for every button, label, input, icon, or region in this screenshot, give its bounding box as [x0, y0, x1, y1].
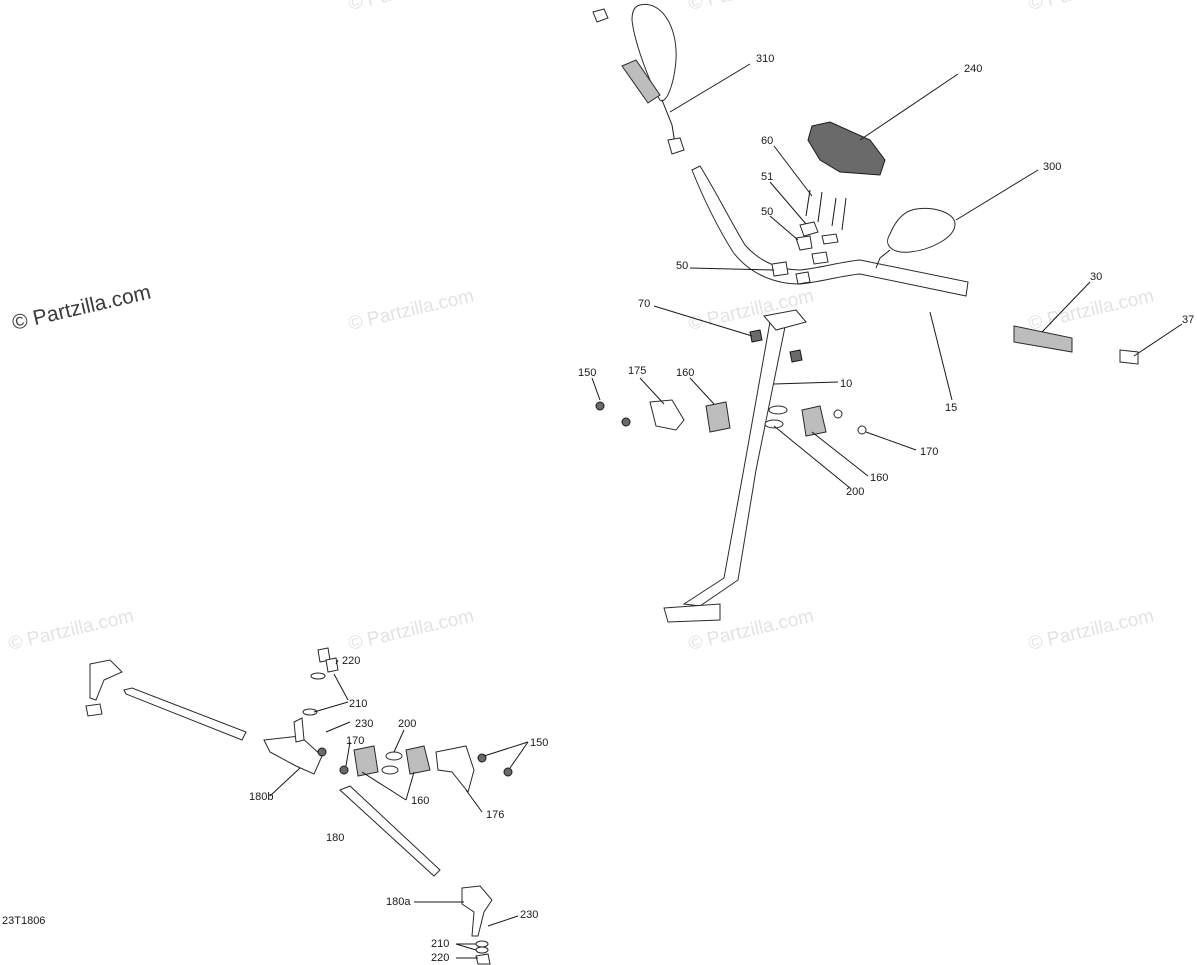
right-mirror	[887, 207, 956, 253]
drag-link	[339, 785, 441, 877]
steering-column	[682, 321, 787, 607]
callout: 180a	[386, 896, 411, 908]
watermark: © Partzilla.com	[346, 606, 475, 655]
upper-assembly	[592, 3, 1139, 623]
callout: 30	[1090, 271, 1102, 283]
watermark: © Partzilla.com	[346, 286, 475, 335]
callout: 150	[530, 737, 548, 749]
tie-rod-end-right	[461, 885, 493, 937]
callout: 210	[431, 938, 449, 950]
callout: 220	[342, 655, 360, 667]
callout: 180	[326, 832, 344, 844]
callout: 220	[431, 952, 449, 964]
callout: 200	[846, 486, 864, 498]
callout: 180b	[249, 791, 273, 803]
callout: 230	[520, 909, 538, 921]
callout: 150	[578, 367, 596, 379]
copyright-text: © Partzilla.com	[10, 281, 153, 335]
callout-labels: 310 240 60 51 50 300 50 70 30 37 150 175…	[2, 53, 1194, 964]
callout: 240	[964, 63, 982, 75]
watermark: © Partzilla.com	[6, 606, 135, 655]
watermark: © Partzilla.com	[686, 0, 815, 15]
callout: 60	[761, 135, 773, 147]
callout: 160	[676, 367, 694, 379]
callout: 175	[628, 365, 646, 377]
handlebar-cover	[807, 121, 886, 176]
callout: 170	[920, 446, 938, 458]
callout: 10	[840, 378, 852, 390]
callout: 50	[761, 206, 773, 218]
right-grip	[1013, 325, 1073, 353]
watermark: © Partzilla.com	[346, 0, 475, 15]
handlebar	[691, 165, 969, 297]
bushing-160	[705, 401, 731, 433]
callout: 160	[870, 472, 888, 484]
tie-rod-end-left	[89, 659, 123, 701]
lower-assembly	[85, 647, 513, 965]
watermark: © Partzilla.com	[1026, 0, 1155, 15]
callout: 300	[1043, 161, 1061, 173]
tie-rod	[123, 687, 247, 741]
bar-end	[1119, 349, 1139, 365]
bushing-160-lower	[353, 745, 379, 777]
callout: 50	[676, 260, 688, 272]
leader-lines	[269, 63, 1183, 959]
steering-arm	[263, 735, 323, 775]
diagram-code: 23T1806	[2, 915, 45, 927]
callout: 160	[411, 795, 429, 807]
callout: 210	[349, 698, 367, 710]
callout: 310	[756, 53, 774, 65]
left-grip	[621, 59, 661, 104]
bracket-175	[649, 399, 685, 431]
bracket-176	[435, 745, 475, 794]
left-mirror	[631, 3, 677, 102]
callout: 70	[638, 298, 650, 310]
watermark: © Partzilla.com	[1026, 606, 1155, 655]
callout: 176	[486, 809, 504, 821]
callout: 37	[1182, 314, 1194, 326]
callout: 230	[355, 718, 373, 730]
cap-part	[592, 8, 609, 23]
callout: 51	[761, 171, 773, 183]
callout: 200	[398, 718, 416, 730]
watermark-layer: © Partzilla.com © Partzilla.com © Partzi…	[6, 0, 1155, 655]
callout: 170	[346, 735, 364, 747]
callout: 15	[945, 402, 957, 414]
